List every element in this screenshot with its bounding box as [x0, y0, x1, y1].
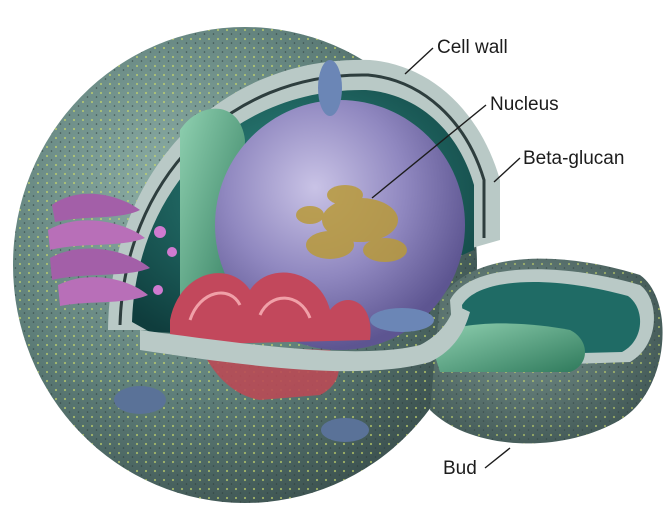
bud-leader	[485, 448, 510, 468]
cell-wall-leader	[405, 48, 433, 74]
nucleus-label: Nucleus	[490, 95, 559, 114]
cell-wall-label: Cell wall	[437, 38, 508, 57]
bud-label: Bud	[443, 459, 477, 478]
beta-glucan-leader	[494, 158, 520, 182]
beta-glucan-label: Beta-glucan	[523, 149, 624, 168]
